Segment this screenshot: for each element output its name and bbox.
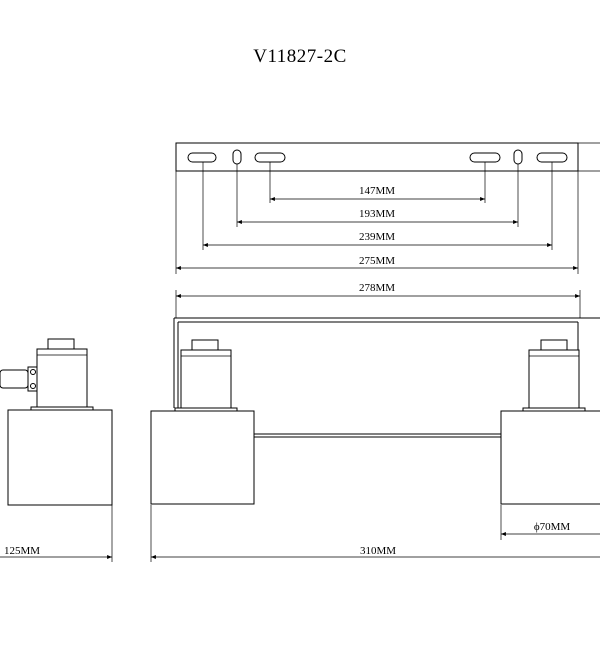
dimension-278: 278MM — [175, 282, 581, 318]
slot-left-inner — [254, 152, 286, 163]
dim-label-70: ϕ70MM — [534, 521, 571, 533]
dim-label-278: 278MM — [359, 282, 395, 294]
dim-label-239: 239MM — [359, 231, 395, 243]
dim-label-193: 193MM — [359, 208, 395, 220]
dimension-275: 275MM — [176, 255, 578, 270]
slot-right-outer — [536, 152, 568, 163]
dimension-125: 125MM — [0, 505, 113, 562]
drawing-title: V11827-2C — [253, 46, 347, 67]
mounting-bracket — [175, 142, 600, 172]
dimension-70: ϕ70MM — [500, 505, 600, 540]
dim-label-310: 310MM — [360, 545, 396, 557]
hole-left — [232, 149, 242, 165]
left-lamp — [150, 339, 255, 505]
hole-right — [513, 149, 523, 165]
dim-label-275: 275MM — [359, 255, 395, 267]
bracket-extension-lines — [175, 162, 579, 274]
slot-right-inner — [469, 152, 501, 163]
front-view — [150, 317, 600, 505]
dimension-147: 147MM — [270, 185, 485, 201]
slot-left-outer — [187, 152, 217, 163]
dim-label-125: 125MM — [4, 545, 40, 557]
right-lamp — [500, 339, 600, 505]
dimension-239: 239MM — [203, 231, 552, 247]
dimension-193: 193MM — [237, 208, 518, 224]
dimension-310: 310MM — [150, 505, 600, 562]
dim-label-147: 147MM — [359, 185, 395, 197]
side-view — [0, 338, 113, 506]
